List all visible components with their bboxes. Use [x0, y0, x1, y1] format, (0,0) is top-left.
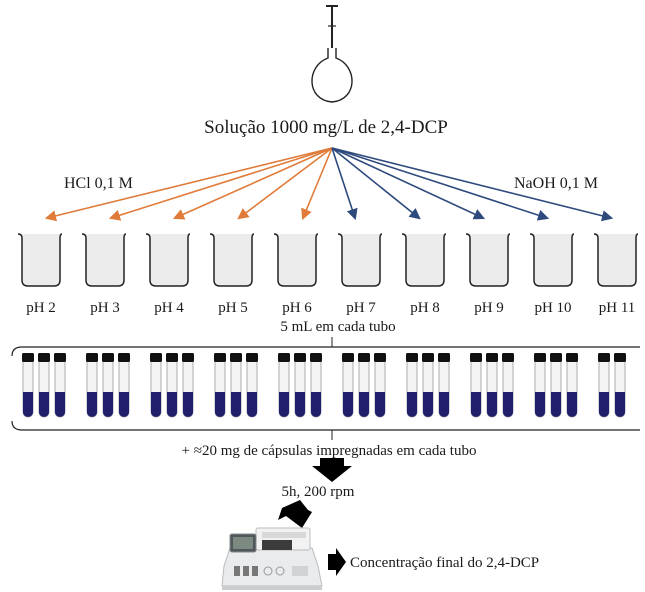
test-tube [166, 353, 178, 418]
test-tube [86, 353, 98, 418]
beaker-ph-4 [145, 233, 191, 287]
test-tube [358, 353, 370, 418]
spectrophotometer-icon [221, 527, 323, 590]
test-tube [566, 353, 578, 418]
arrow-to-ph-10 [331, 147, 550, 221]
arrow-to-ph-11 [331, 147, 614, 222]
test-tube [182, 353, 194, 418]
ph-label: pH 9 [474, 300, 504, 316]
beaker-ph-10 [529, 233, 575, 287]
beaker-ph-5 [209, 233, 255, 287]
ph-label: pH 8 [410, 300, 440, 316]
test-tube [54, 353, 66, 418]
ph-label: pH 4 [154, 300, 184, 316]
test-tube [278, 353, 290, 418]
tube-group-ph-7 [342, 353, 386, 418]
test-tube [310, 353, 322, 418]
arrow-to-ph-5 [237, 147, 333, 220]
arrow-to-ph-7 [331, 147, 358, 221]
beaker-ph-11 [593, 233, 639, 287]
tube-group-ph-10 [534, 353, 578, 418]
ph-label: pH 3 [90, 300, 120, 316]
ph-label: pH 5 [218, 300, 248, 316]
beaker-ph-9 [465, 233, 511, 287]
agitation-label: 5h, 200 rpm [282, 484, 355, 500]
tube-group-ph-3 [86, 353, 130, 418]
test-tube [150, 353, 162, 418]
volumetric-flask-icon [311, 5, 353, 103]
test-tube [246, 353, 258, 418]
test-tube [214, 353, 226, 418]
tube-rack [11, 337, 640, 440]
test-tube [406, 353, 418, 418]
beaker-ph-8 [401, 233, 447, 287]
test-tube [118, 353, 130, 418]
test-tube [294, 353, 306, 418]
test-tube [230, 353, 242, 418]
tube-group-ph-2 [22, 353, 66, 418]
test-tube [598, 353, 610, 418]
capsules-label: + ≈20 mg de cápsulas impregnadas em cada… [182, 443, 477, 459]
arrow-to-ph-8 [331, 147, 421, 220]
volume-label: 5 mL em cada tubo [280, 319, 395, 335]
solution-label: Solução 1000 mg/L de 2,4-DCP [204, 117, 448, 138]
down-arrow-icon [312, 458, 352, 482]
result-label: Concentração final do 2,4-DCP [350, 555, 539, 571]
tube-group-ph-8 [406, 353, 450, 418]
arrow-to-ph-6 [301, 147, 333, 221]
test-tube [422, 353, 434, 418]
beaker-ph-3 [81, 233, 127, 287]
test-tube [374, 353, 386, 418]
base-label: NaOH 0,1 M [514, 175, 598, 192]
beaker-ph-2 [17, 233, 63, 287]
test-tube [102, 353, 114, 418]
test-tube [534, 353, 546, 418]
ph-label-row: pH 2 pH 3 pH 4 pH 5 pH 6 pH 7 pH 8 pH 9 pH 10 pH … [26, 300, 635, 316]
test-tube [502, 353, 514, 418]
ph-label: pH 6 [282, 300, 312, 316]
test-tube [486, 353, 498, 418]
beaker-ph-6 [273, 233, 319, 287]
test-tube [614, 353, 626, 418]
beaker-ph-7 [337, 233, 383, 287]
tube-group-ph-11 [598, 353, 626, 418]
ph-label: pH 11 [599, 300, 636, 316]
test-tube [470, 353, 482, 418]
ph-label: pH 7 [346, 300, 376, 316]
tube-group-ph-9 [470, 353, 514, 418]
arrow-to-ph-4 [172, 147, 333, 220]
test-tube [438, 353, 450, 418]
test-tube [550, 353, 562, 418]
test-tube-groups [22, 353, 626, 418]
arrow-to-ph-9 [331, 147, 486, 220]
tube-group-ph-6 [278, 353, 322, 418]
beaker-row [17, 233, 639, 287]
acid-label: HCl 0,1 M [64, 175, 133, 192]
test-tube [22, 353, 34, 418]
test-tube [38, 353, 50, 418]
right-arrow-icon [328, 548, 346, 576]
arrow-to-ph-3 [108, 147, 333, 221]
arrow-to-ph-2 [44, 147, 333, 222]
tube-group-ph-4 [150, 353, 194, 418]
diagonal-arrow-icon [278, 500, 312, 528]
ph-label: pH 10 [534, 300, 571, 316]
ph-label: pH 2 [26, 300, 56, 316]
test-tube [342, 353, 354, 418]
distribution-arrows [44, 147, 614, 222]
tube-group-ph-5 [214, 353, 258, 418]
